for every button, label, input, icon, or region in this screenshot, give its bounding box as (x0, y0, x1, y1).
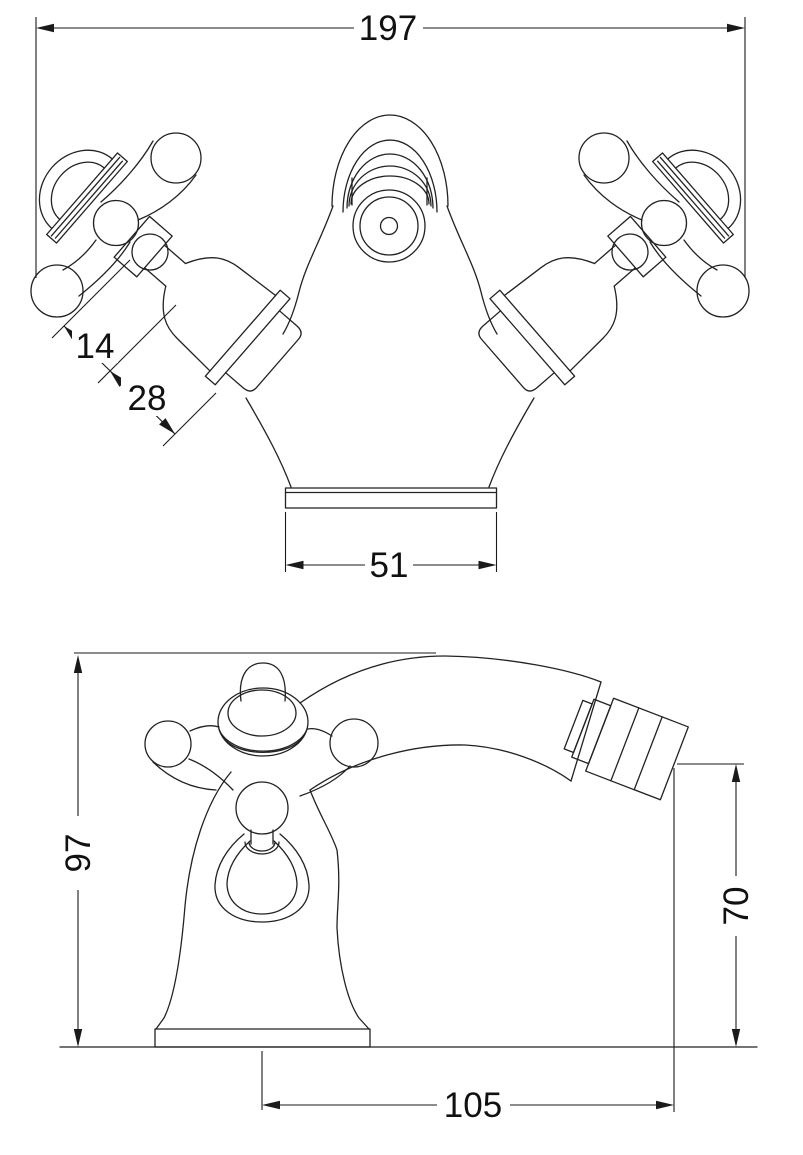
spout-ring-arc (342, 139, 438, 213)
left-valve-assembly (15, 126, 316, 488)
body-right-edge (309, 789, 370, 1030)
spout-upper-edge (299, 655, 602, 704)
spout-end-face (570, 681, 602, 782)
arrowhead (731, 764, 741, 782)
aerator-connector-step (563, 699, 593, 754)
handle-waist (307, 728, 333, 737)
popup-lever-outer (214, 833, 310, 923)
spout-dome-arc (331, 114, 449, 207)
extension-line (97, 304, 177, 384)
dimension-base-width: 51 (284, 512, 498, 585)
arrowhead (656, 1100, 674, 1110)
dimension-label-valve-depth: 28 (128, 379, 167, 418)
handle-waist (299, 765, 351, 797)
aerator (563, 697, 689, 801)
side-body (59, 655, 758, 1048)
spout-outlet-hole (379, 216, 399, 236)
dimension-label-base-width: 51 (370, 546, 409, 585)
base-flange (284, 487, 498, 509)
arrowhead (478, 560, 497, 570)
popup-lever-inner (226, 840, 298, 915)
handle-cap-rim (218, 728, 308, 752)
dimension-label-spout-reach: 105 (444, 1086, 502, 1125)
dimension-label-overall-width: 197 (359, 9, 417, 48)
dimension-label-overall-height: 97 (59, 834, 98, 873)
extension-line (51, 259, 131, 339)
spout-ring-arc (346, 153, 434, 209)
handle-waist (189, 725, 220, 732)
extension-line (162, 392, 217, 447)
aerator-connector (571, 698, 612, 765)
arrowhead (727, 23, 745, 33)
dimension-overall-height: 97 (59, 652, 436, 1047)
front-view: 197 14 28 51 (15, 9, 765, 585)
spout-ring-arc (350, 175, 430, 205)
side-view: 97 70 105 (59, 652, 758, 1125)
label-mask (121, 376, 173, 416)
handle-waist (152, 761, 217, 791)
handle-cap-inner (227, 689, 297, 737)
arrowhead (285, 560, 304, 570)
spout-ring-arc (348, 165, 432, 207)
arrowhead (36, 23, 54, 33)
body-neck-right (446, 205, 498, 335)
dimension-spout-reach: 105 (261, 768, 675, 1125)
handle-lobe-left (144, 720, 192, 768)
handle-top-bump (239, 662, 286, 702)
body-left-edge (155, 771, 232, 1030)
handle-lobe-right (329, 718, 379, 768)
arrowhead (73, 655, 83, 673)
aerator-band-line (633, 716, 663, 791)
side-handle (144, 662, 379, 923)
spout-face-outer (352, 189, 426, 263)
handle-cap-rim (222, 735, 304, 753)
right-valve-assembly (464, 126, 765, 488)
dimension-label-outlet-height: 70 (717, 887, 756, 926)
handle-lobe-bottom (235, 781, 289, 835)
dimension-overall-width: 197 (35, 9, 746, 278)
base-flange (154, 1028, 371, 1048)
popup-neck-arc (244, 841, 280, 855)
arrowhead (731, 1029, 741, 1047)
label-mask (72, 325, 118, 363)
body-neck-left (282, 205, 334, 335)
handle-waist (188, 758, 234, 791)
spout-nose (331, 114, 449, 263)
arrowhead (262, 1100, 280, 1110)
handle-cap-outer (217, 687, 309, 757)
arrowhead (73, 1029, 83, 1047)
arrowhead (159, 418, 175, 434)
dimension-outlet-height: 70 (677, 763, 756, 1047)
spout-face-ring (359, 196, 419, 256)
dimension-label-cap-depth: 14 (76, 327, 115, 366)
popup-neck-arc (248, 841, 276, 852)
aerator-band-line (610, 707, 640, 782)
dimension-handle-depths: 14 28 (51, 259, 217, 447)
front-body (282, 205, 498, 509)
